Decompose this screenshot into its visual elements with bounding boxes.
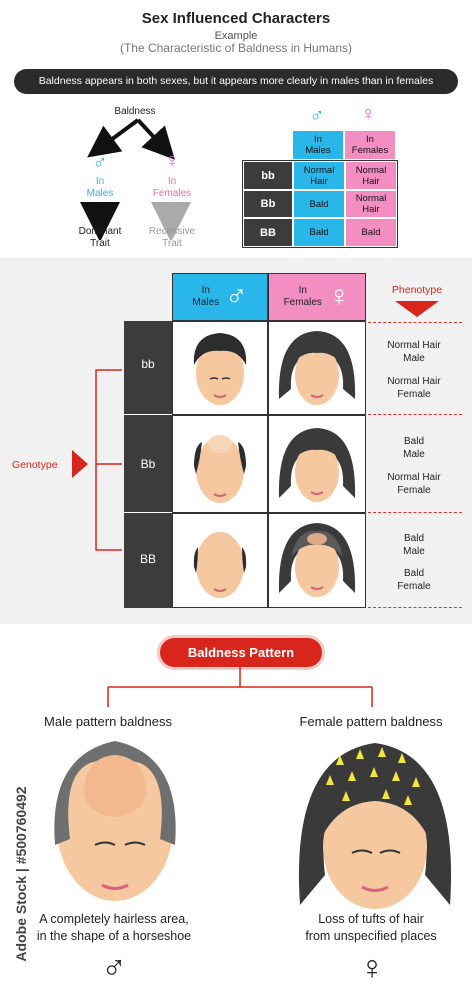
big-table-female-header: In Females ♀ [268,273,366,321]
tree-female-trait: Recessive Trait [148,226,196,249]
male-pattern-illustration [54,741,176,901]
small-table: bb Normal Hair Normal Hair Bb Bald Norma… [242,160,398,248]
tree-root-label: Baldness [114,106,156,117]
female-pattern-caption: Loss of tufts of hair from unspecified p… [305,912,437,943]
tree-arrows [80,118,191,240]
small-table-female-icon: ♀ [360,103,376,125]
genotype-column [124,321,172,608]
phenotype-text: Bald Male [403,533,425,557]
small-table-genotype: bb [243,161,293,190]
tree-male-trait: Dominant Trait [78,226,122,249]
info-banner: Baldness appears in both sexes, but it a… [14,69,458,94]
bottom-male-symbol-icon: ♂ [101,949,127,987]
bottom-female-symbol-icon: ♀ [359,949,385,987]
phenotype-text: Bald Female [397,568,431,592]
male-symbol-icon: ♂ [92,152,108,174]
female-symbol-icon: ♀ [164,150,180,172]
small-table-genotype: Bb [243,190,293,218]
small-table-cell: Normal Hair [345,161,397,190]
small-table-cell: Normal Hair [345,190,397,218]
small-table-male-icon: ♂ [309,105,325,127]
genotype-label: Genotype [12,459,58,471]
watermark: Adobe Stock | #500760492 [13,786,29,962]
big-table-male-header: In Males ♂ [172,273,268,321]
small-table-cell: Bald [345,218,397,247]
small-table-cell: Bald [293,190,345,218]
phenotype-text: Normal Hair Male [387,340,441,364]
phenotype-arrow-icon [395,301,439,317]
big-genotype-label: Bb [140,457,156,471]
small-table-genotype: BB [243,218,293,247]
big-table-female-header-label: In Females [283,285,322,308]
page-title: Sex Influenced Characters [141,10,331,27]
genotype-bracket [72,369,122,551]
small-table-female-header: In Females [344,130,396,160]
small-table-male-header: In Males [292,130,344,160]
subtitle-example: (The Characteristic of Baldness in Human… [119,41,353,55]
phenotype-label: Phenotype [391,284,443,296]
big-male-symbol-icon: ♂ [225,280,248,313]
phenotype-text: Bald Male [403,436,425,460]
female-pattern-title: Female pattern baldness [299,714,443,729]
male-pattern-title: Male pattern baldness [44,714,172,729]
subtitle: Example [214,30,258,42]
small-table-cell: Normal Hair [293,161,345,190]
tree-female-label: In Females [152,176,192,199]
small-table-cell: Bald [293,218,345,247]
baldness-pattern-badge: Baldness Pattern [160,638,322,667]
pattern-connector [107,667,373,707]
female-pattern-illustration [298,743,452,909]
male-pattern-caption: A completely hairless area, in the shape… [36,912,192,943]
phenotype-text: Normal Hair Female [387,376,441,400]
big-genotype-label: bb [141,357,155,371]
big-female-symbol-icon: ♀ [327,280,351,313]
big-genotype-label: BB [139,552,156,566]
big-table-male-header-label: In Males [192,285,220,308]
tree-male-label: In Males [86,176,114,199]
face-illustrations [193,331,356,598]
phenotype-text: Normal Hair Female [387,472,441,496]
